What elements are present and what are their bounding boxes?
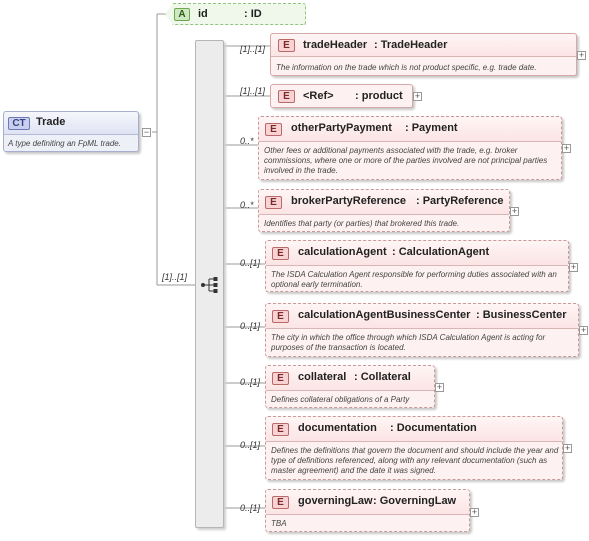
expand-toggle[interactable]: + (413, 91, 422, 101)
element-badge: E (278, 90, 295, 103)
cardinality-label: 0..[1] (240, 503, 261, 513)
element-type: : Payment (405, 122, 458, 134)
element-name: calculationAgentBusinessCenter (298, 309, 471, 321)
sequence-icon (201, 277, 218, 293)
cardinality-label: 0..[1] (240, 377, 261, 387)
element-badge: E (278, 39, 295, 52)
element-calculationAgent[interactable]: E calculationAgent : CalculationAgent Th… (265, 240, 569, 292)
element-name: collateral (298, 371, 347, 383)
element-tradeHeader[interactable]: E tradeHeader : TradeHeader The informat… (270, 33, 577, 76)
sequence-cardinality: [1]..[1] (162, 272, 188, 282)
root-name: Trade (36, 116, 66, 128)
element-type: : TradeHeader (374, 39, 448, 51)
element-name: tradeHeader (303, 39, 368, 51)
element-name: calculationAgent (298, 246, 387, 258)
element-description: Identifies that party (or parties) that … (264, 219, 460, 228)
attribute-id[interactable]: A id : ID (165, 3, 306, 25)
element-collateral[interactable]: E collateral : Collateral Defines collat… (265, 365, 435, 408)
element-type: : GoverningLaw (373, 495, 457, 507)
root-description: A type definiting an FpML trade. (8, 139, 121, 148)
expand-toggle[interactable]: + (510, 206, 519, 216)
attribute-badge: A (174, 8, 190, 21)
element-description: Other fees or additional payments associ… (264, 146, 548, 175)
element-calculationAgentBusinessCenter[interactable]: E calculationAgentBusinessCenter : Busin… (265, 303, 579, 357)
element-badge: E (265, 123, 282, 136)
element-badge: E (265, 196, 282, 209)
element-type: : Collateral (354, 371, 411, 383)
element-description: Defines collateral obligations of a Part… (271, 395, 410, 404)
cardinality-label: 0..* (240, 136, 254, 146)
cardinality-label: 0..[1] (240, 440, 261, 450)
expand-toggle[interactable]: + (435, 382, 444, 392)
element-type: : BusinessCenter (476, 309, 567, 321)
complex-type-badge: CT (8, 117, 30, 130)
element-type: : product (355, 90, 403, 102)
expand-toggle[interactable]: + (563, 443, 572, 453)
element-ref-product[interactable]: E <Ref> : product (270, 84, 413, 108)
element-name: governingLaw (298, 495, 373, 507)
element-badge: E (272, 310, 289, 323)
element-governingLaw[interactable]: E governingLaw : GoverningLaw TBA (265, 489, 470, 532)
element-description: The city in which the office through whi… (271, 333, 546, 352)
cardinality-label: 0..[1] (240, 321, 261, 331)
cardinality-label: 0..[1] (240, 258, 261, 268)
element-brokerPartyReference[interactable]: E brokerPartyReference : PartyReference … (258, 189, 510, 232)
element-badge: E (272, 247, 289, 260)
expand-toggle[interactable]: + (577, 50, 586, 60)
element-type: : PartyReference (416, 195, 504, 207)
element-description: The ISDA Calculation Agent responsible f… (271, 270, 557, 289)
expand-toggle[interactable]: + (562, 143, 571, 153)
element-badge: E (272, 372, 289, 385)
cardinality-label: 0..* (240, 200, 254, 210)
element-type: : Documentation (390, 422, 477, 434)
expand-toggle[interactable]: + (579, 325, 588, 335)
element-name: brokerPartyReference (291, 195, 406, 207)
cardinality-label: [1]..[1] (240, 44, 266, 54)
root-complex-type[interactable]: CT Trade A type definiting an FpML trade… (3, 111, 139, 152)
expand-toggle[interactable]: + (569, 262, 578, 272)
collapse-toggle[interactable]: − (142, 127, 151, 137)
element-description: The information on the trade which is no… (276, 63, 537, 72)
element-description: TBA (271, 519, 287, 528)
element-documentation[interactable]: E documentation : Documentation Defines … (265, 416, 563, 480)
attribute-name: id (198, 8, 208, 20)
element-name: otherPartyPayment (291, 122, 392, 134)
element-name: documentation (298, 422, 377, 434)
element-badge: E (272, 496, 289, 509)
element-name: <Ref> (303, 90, 334, 102)
element-type: : CalculationAgent (392, 246, 490, 258)
expand-toggle[interactable]: + (470, 507, 479, 517)
element-description: Defines the definitions that govern the … (271, 446, 559, 475)
element-otherPartyPayment[interactable]: E otherPartyPayment : Payment Other fees… (258, 116, 562, 180)
attribute-type: : ID (244, 8, 262, 20)
element-badge: E (272, 423, 289, 436)
cardinality-label: [1]..[1] (240, 86, 266, 96)
